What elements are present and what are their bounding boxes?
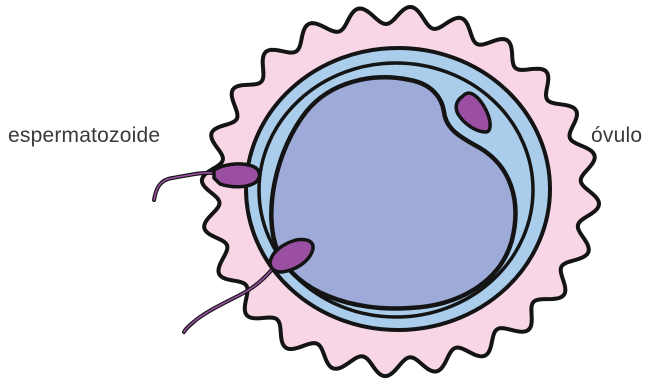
ovum-label: óvulo	[591, 124, 642, 148]
sperm-upper-head	[214, 164, 259, 187]
sperm-label: espermatozoide	[8, 124, 160, 148]
